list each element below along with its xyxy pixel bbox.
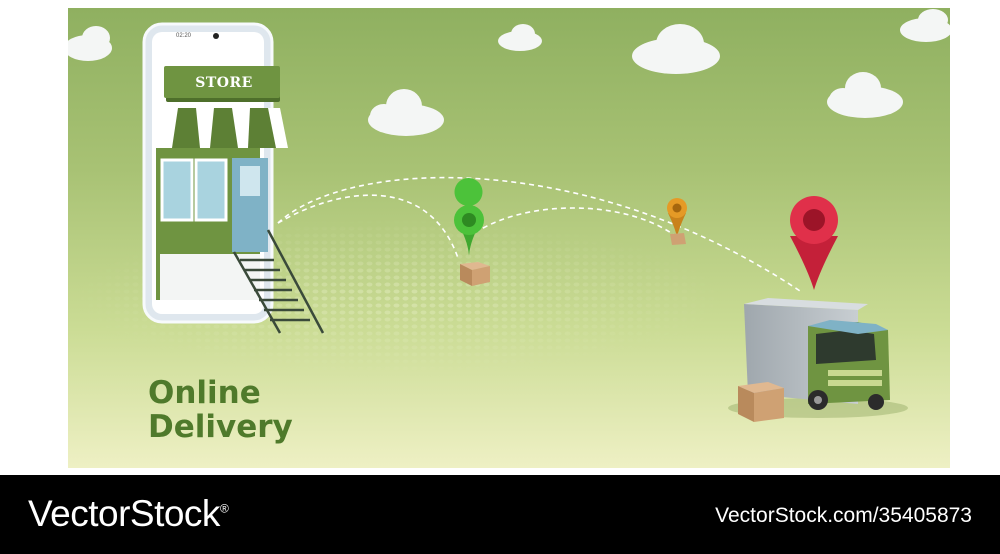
map-pin-orange [667, 198, 687, 245]
store-stairs [232, 229, 325, 334]
image-id-url: VectorStock.com/35405873 [715, 504, 972, 527]
phone-status-time: 02:20 [176, 33, 192, 39]
vectorstock-logo-text: VectorStock [28, 493, 220, 534]
cloud-icon [498, 24, 542, 51]
headline: Online Delivery [148, 376, 293, 444]
cloud-icon [68, 26, 112, 61]
registered-mark: ® [219, 501, 229, 516]
parcel-box-icon [738, 382, 784, 422]
illustration-art [68, 9, 950, 422]
parcel-box-icon [670, 233, 686, 245]
map-pin-red [790, 196, 838, 290]
delivery-routes [277, 176, 804, 294]
cloud-icon [368, 89, 444, 136]
smartphone [142, 22, 325, 334]
cloud-icon [632, 24, 720, 74]
parcel-box-icon [460, 262, 490, 286]
store-window [194, 158, 228, 222]
store-sign-text: STORE [195, 75, 253, 91]
clouds [68, 9, 950, 136]
delivery-illustration: 02:20 STORE Online Delivery [68, 8, 950, 468]
store-window [160, 158, 194, 222]
vectorstock-logo: VectorStock® [28, 493, 229, 535]
cloud-icon [827, 72, 903, 118]
wheel-icon [868, 394, 884, 410]
camera-icon [213, 33, 219, 39]
watermark-footer: VectorStock® VectorStock.com/35405873 [0, 475, 1000, 554]
headline-line-1: Online [148, 375, 261, 411]
store-awning [152, 108, 288, 148]
map-pin-green [454, 178, 490, 286]
headline-line-2: Delivery [148, 409, 293, 445]
cloud-icon [900, 9, 950, 42]
